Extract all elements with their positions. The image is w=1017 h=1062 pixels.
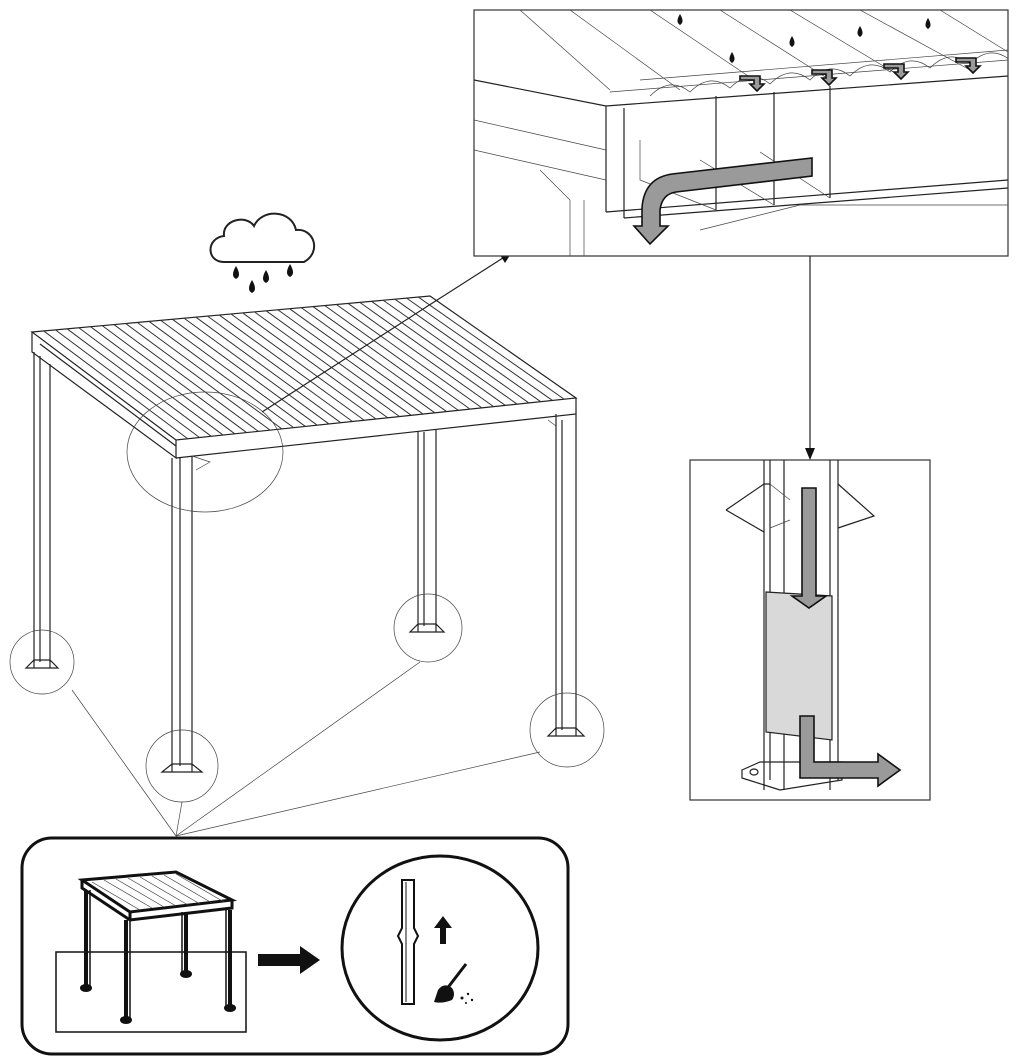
roof-louver: [230, 313, 377, 420]
right-arrow-icon: [258, 946, 320, 974]
post-detail: [396, 879, 420, 1005]
roof-louver: [312, 306, 459, 411]
drain-pipe-block: [765, 591, 833, 741]
leader-arrow-to-post-detail: [805, 256, 815, 460]
roof-louver: [137, 322, 283, 430]
roof-louver: [90, 326, 236, 435]
leader-lines-to-maintenance: [71, 661, 541, 837]
roof-louver: [207, 315, 353, 422]
roof-louver: [254, 311, 400, 417]
rain-cloud-icon: [209, 212, 315, 293]
roof-louver: [195, 316, 342, 424]
roof-louver: [324, 305, 471, 410]
post-cleaning-circle: [340, 854, 540, 1042]
roof-louver: [66, 328, 212, 437]
gutter-zoom-circle: [126, 391, 284, 513]
up-arrow-icon: [434, 916, 452, 944]
pergola-main: [9, 252, 605, 837]
roof-louver: [78, 327, 224, 436]
roof-louvers: [43, 296, 565, 440]
roof-louver: [113, 324, 259, 432]
roof-louver: [359, 301, 506, 406]
base-zoom-circle-front-right: [529, 692, 605, 768]
water-down-arrow: [789, 487, 829, 609]
pergola-roof: [30, 295, 578, 460]
gutter-detail-panel: [473, 9, 1009, 257]
base-zoom-circle-front-left: [145, 729, 219, 803]
roof-louver: [300, 307, 447, 412]
water-out-arrow: [799, 715, 902, 788]
post-base-highlight-box: [55, 951, 247, 1033]
roof-louver: [125, 323, 271, 431]
roof-louver: [371, 300, 518, 405]
roof-louver: [277, 309, 424, 415]
broom-icon: [434, 963, 474, 1004]
small-pergola-louvers: [91, 873, 225, 911]
base-zoom-circle-back-right: [393, 593, 463, 663]
roof-louver: [289, 308, 436, 414]
roof-louver: [183, 317, 330, 425]
roof-louver: [382, 299, 530, 404]
pergola-posts: [33, 352, 577, 766]
base-zoom-circle-back-left: [9, 629, 75, 695]
roof-louver: [394, 298, 541, 403]
water-flow-arrow: [632, 157, 813, 246]
roof-louver: [172, 318, 318, 426]
maintenance-panel: [20, 836, 570, 1056]
roof-louver: [160, 319, 306, 427]
roof-louver: [101, 325, 247, 433]
post-bases: [24, 623, 586, 773]
small-pergola: [77, 870, 238, 1024]
post-drain-detail-panel: [689, 459, 931, 801]
roof-louver: [242, 312, 389, 419]
roof-louver: [219, 314, 365, 421]
roof-louver: [43, 330, 189, 440]
roof-louver: [418, 296, 565, 400]
roof-louver: [148, 321, 294, 429]
roof-louver: [336, 304, 483, 409]
roof-louver: [406, 297, 553, 401]
roof-louver: [55, 329, 200, 438]
roof-louver: [347, 303, 494, 408]
